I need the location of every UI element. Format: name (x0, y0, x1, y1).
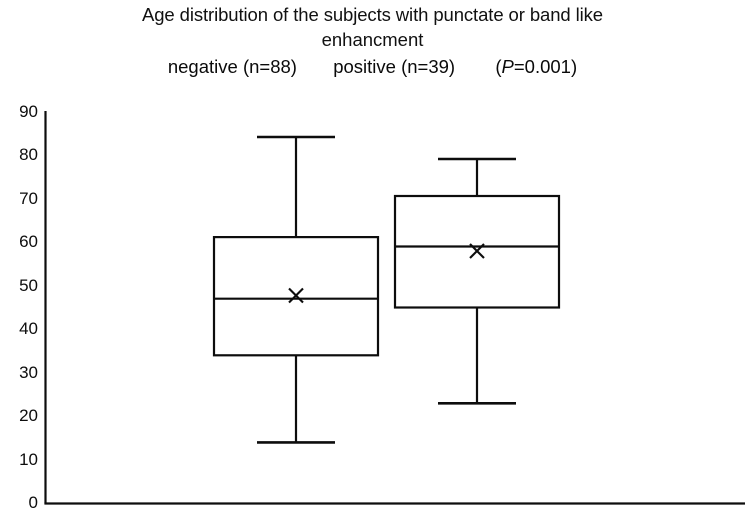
chart-subtitle-row: negative (n=88) positive (n=39) (P=0.001… (0, 54, 745, 79)
y-axis-tick-label-50: 50 (19, 276, 38, 295)
subtitle-pvalue: (P=0.001) (495, 54, 577, 79)
y-axis-tick-label-40: 40 (19, 319, 38, 338)
y-axis-tick-label-0: 0 (28, 493, 38, 512)
chart-title-block: Age distribution of the subjects with pu… (0, 2, 745, 79)
axes (44, 111, 745, 505)
subtitle-group-negative: negative (n=88) (167, 56, 297, 77)
y-axis-tick-label-70: 70 (19, 189, 38, 208)
y-axis-tick-label-30: 30 (19, 363, 38, 382)
y-axis-tick-label-10: 10 (19, 450, 38, 469)
chart-title-line-2: enhancment (321, 29, 424, 50)
y-axis-tick-label-20: 20 (19, 406, 38, 425)
subtitle-group-positive: positive (n=39) (333, 56, 456, 77)
plot-area: 90 80 70 60 50 40 30 20 10 0 (0, 96, 745, 520)
box-plot-negative (212, 135, 380, 444)
boxplot-svg (44, 111, 745, 505)
y-axis-tick-label-90: 90 (19, 102, 38, 121)
mean-marker-negative (288, 287, 304, 304)
box-plot-positive (393, 157, 561, 405)
mean-marker-positive (469, 243, 485, 259)
pvalue-paren-open: ( (495, 56, 502, 77)
pvalue-symbol: P (501, 56, 514, 77)
y-axis-tick-label-60: 60 (19, 232, 38, 251)
chart-title-line-1: Age distribution of the subjects with pu… (142, 4, 603, 25)
y-axis-tick-label-80: 80 (19, 145, 38, 164)
pvalue-value: =0.001) (513, 56, 578, 77)
